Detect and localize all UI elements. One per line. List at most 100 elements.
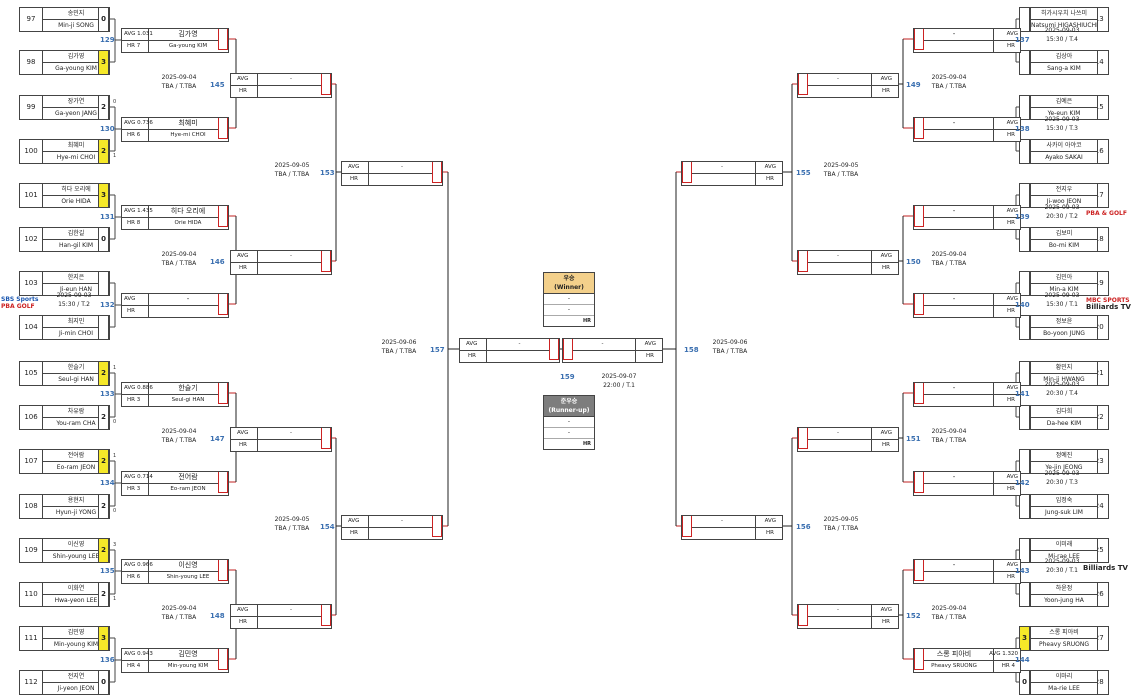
player-name-ko: 히다 오리에 (43, 184, 109, 196)
match-row-bottom: HR (342, 528, 442, 539)
runnerup-header: 준우승 (Runner-up) (544, 396, 594, 417)
match-row-bottom: HR (231, 440, 331, 451)
match-col-divider (257, 428, 258, 451)
player-name-en: Min-ji SONG (58, 22, 94, 29)
match-row-bottom: HR (682, 174, 782, 185)
runnerup-title: 준우승 (560, 398, 578, 405)
match-avg: AVG 1.435 (124, 208, 153, 214)
match-winner-ko: - (952, 119, 956, 127)
billiards-tv-logo: Billiards TV (1083, 564, 1128, 572)
match-avg: AVG (1006, 385, 1018, 391)
player-name-ko: 정예진 (1031, 450, 1097, 462)
player-seed: 110 (19, 582, 43, 607)
winner-name: - (544, 294, 594, 305)
player-name-ko: 황민지 (1031, 362, 1097, 374)
match-row-top: AVG- (798, 251, 898, 262)
match-winner-ko: 전어람 (178, 473, 198, 481)
match-date: 2025-09-03 (1044, 558, 1080, 565)
match-divider (914, 40, 1020, 41)
player-name-en: Yoon-jung HA (1044, 597, 1084, 604)
player-score (1019, 449, 1030, 474)
match-divider (122, 217, 228, 218)
match-tab (914, 472, 924, 493)
match-hr: HR 4 (1001, 663, 1015, 669)
match-divider (231, 439, 331, 440)
player-name-en: Shin-young LEE (52, 553, 100, 560)
match-date: 2025-09-04 (931, 251, 967, 258)
match-col-divider (993, 294, 994, 317)
player-score: 2 (98, 538, 109, 563)
match-venue: TBA / T.TBA (274, 171, 310, 178)
player-name-en: Natsumi HIGASHIUCHI (1031, 22, 1097, 29)
match-number: 153 (320, 169, 335, 177)
match-col-divider (148, 29, 149, 52)
match-venue: TBA / T.TBA (161, 260, 197, 267)
match-col-divider (871, 428, 872, 451)
match-col-divider (257, 74, 258, 97)
match-venue: TBA / T.TBA (161, 614, 197, 621)
match-name: - (837, 607, 839, 613)
match-box: AVG-HR (230, 427, 332, 452)
player-name-en: Jung-suk LIM (1045, 509, 1083, 516)
match-divider (122, 129, 228, 130)
player-name-en: Hyun-ji YONG (55, 509, 97, 516)
match-hr: HR (239, 619, 247, 625)
match-col-divider (993, 29, 994, 52)
match-box: AVG-HR (797, 73, 899, 98)
player-score: 2 (98, 494, 109, 519)
match-avg: AVG (880, 607, 892, 613)
match-tab (218, 294, 228, 315)
player-seed: 106 (19, 405, 43, 430)
match-avg: AVG (764, 518, 776, 524)
match-number: 137 (1015, 36, 1030, 44)
match-avg: AVG 1.320 (989, 651, 1018, 657)
player-seed: 105 (19, 361, 43, 386)
match-number: 142 (1015, 479, 1030, 487)
final-match-number: 159 (560, 373, 575, 381)
match-avg: AVG (644, 341, 656, 347)
match-tab (914, 649, 924, 670)
player-seed: 99 (19, 95, 43, 120)
match-col-divider (148, 118, 149, 141)
match-tab (218, 560, 228, 581)
match-avg: AVG 0.943 (124, 651, 153, 657)
player-name-en: Mi-rae LEE (1048, 553, 1080, 560)
player-name-en: Min-young KIM (53, 641, 99, 648)
match-time: 15:30 / T.2 (58, 301, 90, 308)
player-score (1019, 227, 1030, 252)
match-divider (122, 394, 228, 395)
match-col-divider (148, 560, 149, 583)
match-divider (798, 439, 898, 440)
match-name: - (401, 164, 403, 170)
match-name: - (290, 76, 292, 82)
player-name-en: Sang-a KIM (1047, 65, 1081, 72)
player-name-en: Min-ji HWANG (1043, 376, 1085, 383)
player-seed: 108 (19, 494, 43, 519)
match-date: 2025-09-04 (161, 605, 197, 612)
match-avg: AVG (1006, 31, 1018, 37)
match-col-divider (635, 339, 636, 362)
player-name-en: Ji-min CHOI (58, 330, 94, 337)
match-number: 148 (210, 612, 225, 620)
match-tab (798, 251, 808, 272)
runnerup-name: - (544, 417, 594, 428)
match-winner-ko: 히다 오리에 (170, 207, 206, 215)
match-winner-ko: 최혜미 (178, 119, 198, 127)
player-score (98, 315, 109, 340)
player-name-ko: 이미래 (1031, 539, 1097, 551)
match-hr: HR (766, 176, 774, 182)
winner-title: 우승 (563, 275, 575, 282)
match-date: 2025-09-03 (1044, 116, 1080, 123)
match-row-top: AVG- (342, 516, 442, 527)
player-name-ko: 김가영 (43, 51, 109, 63)
